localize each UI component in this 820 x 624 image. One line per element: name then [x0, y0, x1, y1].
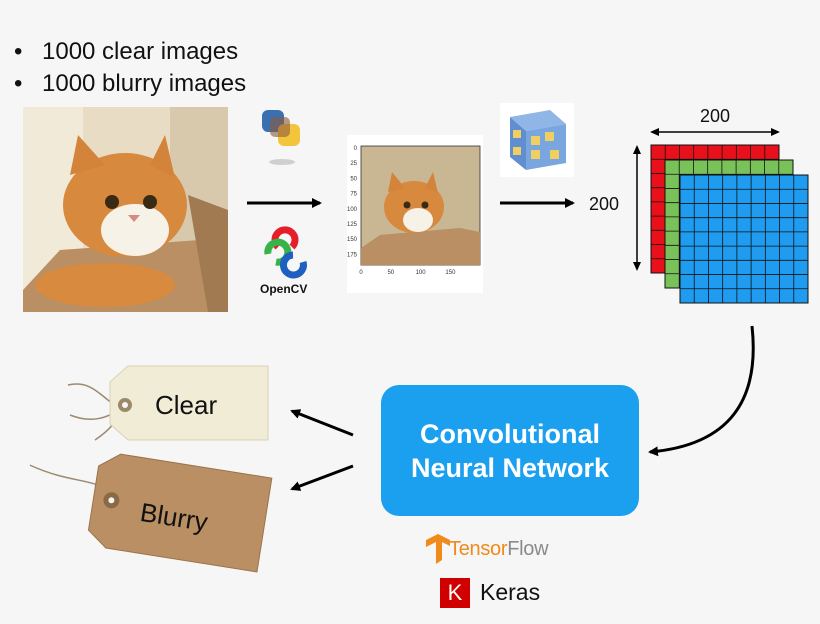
plot-xtick: 50 [387, 270, 394, 276]
plot-tick-labels: 0 25 50 75 100 125 150 175 0 50 100 150 [347, 146, 456, 276]
bullet-list: 1000 clear images 1000 blurry images [10, 36, 246, 100]
cnn-title-line1: Convolutional [420, 418, 600, 449]
tensorflow-label: TensorFlow [449, 538, 549, 561]
plot-xtick: 100 [416, 270, 427, 276]
clear-tag [67, 365, 269, 441]
tensorflow-label-tensor: Tensor [449, 538, 508, 560]
cnn-box: Convolutional Neural Network [381, 385, 639, 516]
cat-photo [23, 107, 228, 312]
plot-ytick: 150 [347, 237, 358, 243]
plot-ytick: 0 [354, 146, 358, 152]
arrow-to-blurry-tag [290, 464, 354, 491]
blue-layer [679, 174, 809, 304]
cnn-title-line2: Neural Network [410, 452, 610, 483]
plot-ytick: 125 [347, 222, 358, 228]
plot-ytick: 50 [350, 176, 357, 182]
tensorflow-label-flow: Flow [507, 538, 549, 560]
bullet-blurry-images: 1000 blurry images [10, 68, 246, 100]
blurry-tag [29, 453, 273, 573]
python-logo-icon [262, 110, 300, 165]
rgb-matrix-layers [650, 144, 809, 304]
keras-logo-icon: K [440, 578, 470, 608]
plot-ytick: 25 [350, 161, 357, 167]
arrow-to-clear-tag [290, 409, 354, 437]
bullet-clear-images: 1000 clear images [10, 36, 246, 68]
plot-xtick: 0 [359, 270, 363, 276]
clear-tag-label: Clear [155, 390, 218, 420]
opencv-label: OpenCV [260, 282, 308, 296]
matrix-height-label: 200 [589, 194, 620, 214]
tensorflow-logo-icon [426, 534, 450, 564]
image-plot [347, 135, 483, 293]
plot-xtick: 150 [445, 270, 456, 276]
numpy-cube-icon [500, 103, 574, 177]
opencv-logo-icon [264, 226, 307, 279]
plot-ytick: 100 [347, 207, 358, 213]
plot-ytick: 75 [350, 192, 357, 198]
arrow-to-cnn [648, 325, 755, 457]
plot-ytick: 175 [347, 252, 358, 258]
keras-label: Keras [480, 579, 541, 605]
matrix-width-label: 200 [700, 106, 731, 126]
